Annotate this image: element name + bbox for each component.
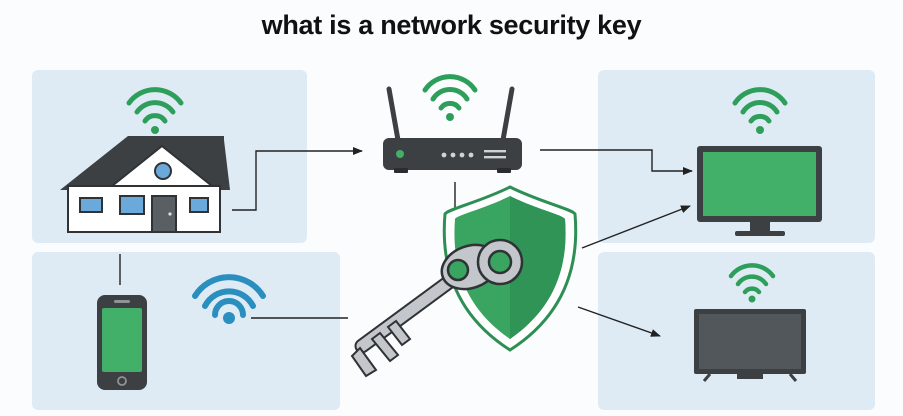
router-power-led bbox=[396, 150, 404, 158]
phone-home-button bbox=[117, 376, 127, 386]
router-led-3 bbox=[459, 152, 465, 158]
wifi-icon bbox=[126, 87, 184, 134]
wifi-tv-arc-inner bbox=[742, 286, 762, 295]
house-door-knob bbox=[168, 212, 172, 216]
house-round-window bbox=[154, 162, 172, 180]
router-foot-left bbox=[394, 168, 408, 173]
monitor-neck bbox=[750, 222, 770, 232]
monitor-screen bbox=[703, 152, 816, 216]
smartphone-icon bbox=[97, 295, 147, 390]
tv-screen bbox=[699, 314, 801, 369]
arrow-shield-to-tv bbox=[577, 306, 661, 337]
tv-leg-right bbox=[788, 373, 798, 382]
router-led-1 bbox=[441, 152, 447, 158]
house-window-mid bbox=[119, 195, 145, 215]
wifi-house-arc-outer bbox=[126, 87, 184, 106]
wifi-tv-arc-middle bbox=[735, 274, 769, 287]
wifi-icon bbox=[732, 87, 788, 134]
router-led-4 bbox=[468, 152, 474, 158]
key-ring-hole bbox=[446, 258, 470, 282]
tv-leg-left bbox=[702, 373, 712, 382]
wifi-router-arc-outer bbox=[422, 74, 478, 93]
router-led-2 bbox=[450, 152, 456, 158]
house-window-right bbox=[189, 197, 209, 213]
wifi-phone-dot bbox=[223, 312, 235, 324]
wifi-house-dot bbox=[151, 126, 159, 134]
router-antenna-left bbox=[386, 86, 401, 143]
key-tooth-3 bbox=[350, 346, 378, 378]
tv-icon bbox=[694, 309, 806, 382]
key-icon bbox=[350, 238, 524, 378]
wifi-icon bbox=[422, 74, 478, 121]
tv-stand bbox=[737, 374, 763, 379]
wifi-router-arc-inner bbox=[438, 100, 462, 111]
monitor-icon bbox=[697, 146, 822, 236]
wifi-monitor-dot bbox=[756, 126, 764, 134]
wifi-icon bbox=[192, 274, 266, 324]
monitor-base bbox=[735, 231, 785, 236]
connector-lines bbox=[119, 147, 693, 337]
key-tooth-2 bbox=[386, 319, 412, 347]
router-vent-1 bbox=[484, 150, 506, 153]
wifi-tv-arc-outer bbox=[728, 263, 776, 279]
wifi-house-arc-inner bbox=[142, 113, 168, 124]
phone-speaker bbox=[114, 300, 130, 303]
panel-phone bbox=[32, 252, 340, 410]
arrow-house-to-router bbox=[232, 147, 363, 211]
router-vent-2 bbox=[484, 156, 506, 159]
wifi-phone-arc-middle bbox=[202, 288, 256, 309]
wifi-tv-dot bbox=[748, 295, 756, 303]
wifi-house-arc-middle bbox=[134, 100, 176, 115]
wifi-router-arc-middle bbox=[430, 87, 470, 102]
router-foot-right bbox=[497, 168, 511, 173]
key-tooth-1 bbox=[370, 331, 400, 363]
router-icon bbox=[383, 86, 522, 173]
wifi-icon bbox=[728, 263, 776, 303]
wifi-phone-arc-inner bbox=[212, 298, 246, 318]
wifi-monitor-arc-inner bbox=[748, 113, 772, 124]
phone-screen bbox=[102, 308, 142, 372]
wifi-router-dot bbox=[446, 113, 454, 121]
shield-highlight bbox=[510, 196, 566, 339]
house-door bbox=[151, 195, 177, 233]
house-window-left bbox=[79, 197, 103, 213]
arrow-router-to-monitor bbox=[540, 149, 693, 175]
house-icon bbox=[60, 136, 230, 233]
arrow-shield-to-monitor bbox=[581, 205, 691, 249]
router-antenna-right bbox=[500, 86, 515, 143]
key-bow-hole bbox=[487, 249, 513, 275]
wifi-phone-arc-outer bbox=[192, 274, 266, 299]
wifi-monitor-arc-outer bbox=[732, 87, 788, 106]
page-title: what is a network security key bbox=[261, 10, 642, 40]
wifi-monitor-arc-middle bbox=[740, 100, 780, 115]
